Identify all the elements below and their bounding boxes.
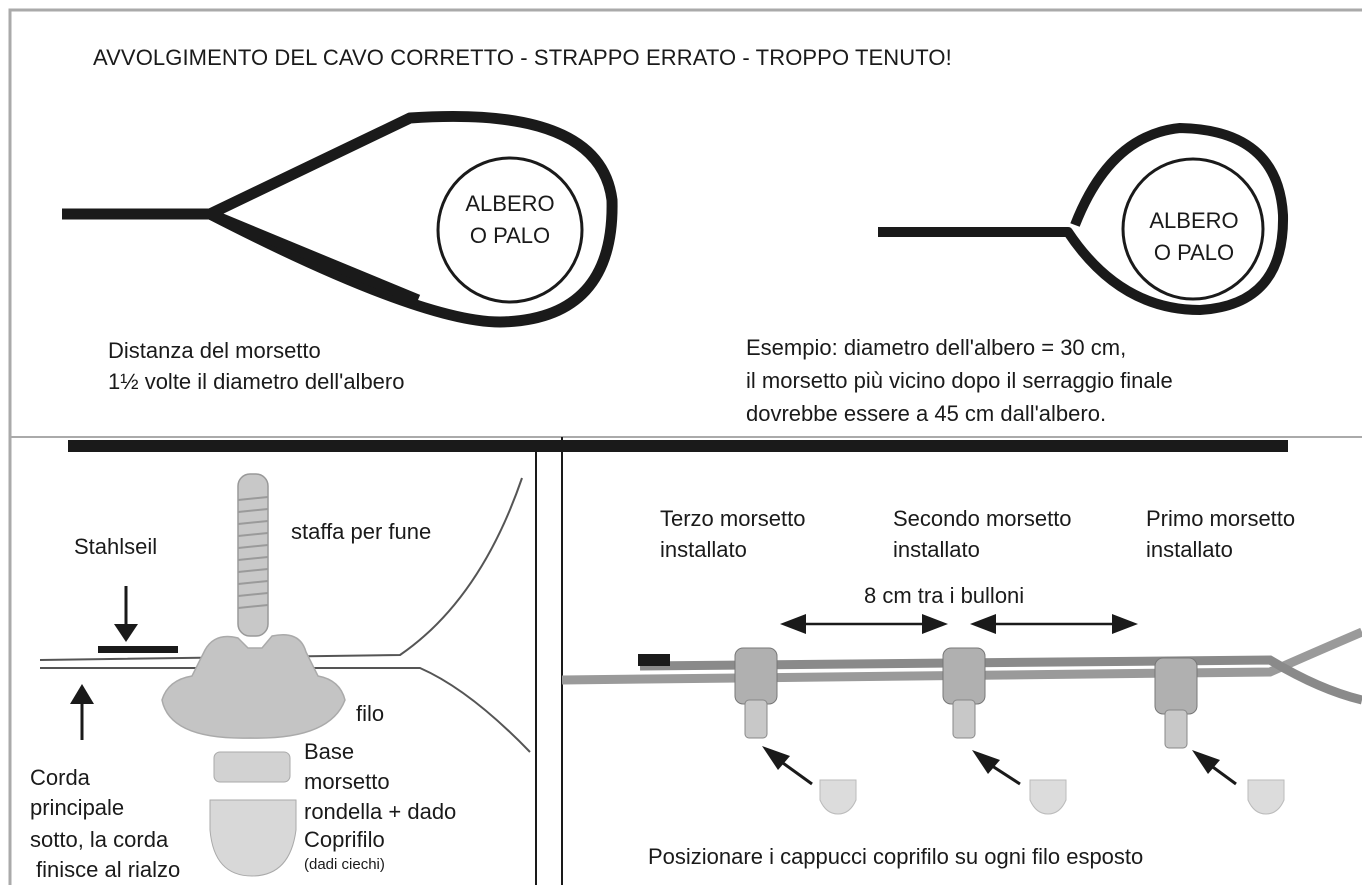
base-label-line2: morsetto bbox=[304, 769, 390, 794]
tree-label-right-line2: O PALO bbox=[1153, 240, 1235, 265]
primo-label-line1: Primo morsetto bbox=[1146, 506, 1296, 531]
clamp-third bbox=[734, 647, 778, 739]
wrong-wrap-drawing bbox=[878, 123, 1289, 315]
terzo-label-line2: installato bbox=[660, 537, 747, 562]
example-caption-line2: il morsetto più vicino dopo il serraggio… bbox=[746, 368, 1173, 393]
clamp-saddle bbox=[161, 634, 346, 739]
steel-cable-segment bbox=[98, 646, 178, 653]
corda-label-line2: principale bbox=[30, 795, 125, 820]
wire-cap bbox=[209, 799, 297, 877]
example-caption-line1: Esempio: diametro dell'albero = 30 cm, bbox=[746, 335, 1127, 360]
cap-3 bbox=[1247, 779, 1285, 815]
tree-label-left-line2: O PALO bbox=[469, 223, 551, 248]
cable-end-black bbox=[638, 654, 670, 666]
coprifilo-label: Coprifilo bbox=[304, 827, 385, 852]
tree-circle-right bbox=[1121, 157, 1265, 301]
clamp-exploded-view bbox=[39, 473, 531, 877]
base-label-line1: Base bbox=[304, 739, 355, 764]
primo-label-line2: installato bbox=[1146, 537, 1233, 562]
clamp-first bbox=[1154, 657, 1198, 749]
correct-wrap-drawing bbox=[62, 110, 618, 328]
cap-2 bbox=[1029, 779, 1067, 815]
clamp-distance-caption-line1: Distanza del morsetto bbox=[108, 338, 321, 363]
thick-cable-bar bbox=[68, 440, 1288, 452]
clamp-distance-caption-line2: 1½ volte il diametro dell'albero bbox=[108, 369, 405, 394]
secondo-label-line2: installato bbox=[893, 537, 980, 562]
stahlseil-label: Stahlseil bbox=[74, 534, 158, 559]
staffa-label: staffa per fune bbox=[291, 519, 432, 544]
tree-label-left-line1: ALBERO bbox=[465, 191, 555, 216]
corda-label-line3: sotto, la corda bbox=[30, 827, 169, 852]
caps-caption: Posizionare i cappucci coprifilo su ogni… bbox=[648, 844, 1144, 869]
dadi-ciechi-label: (dadi ciechi) bbox=[304, 856, 385, 873]
secondo-label-line1: Secondo morsetto bbox=[893, 506, 1072, 531]
outer-border bbox=[8, 8, 1362, 885]
corda-label-line4: finisce al rialzo bbox=[36, 857, 181, 882]
installed-clamps-view bbox=[561, 614, 1362, 815]
rondella-label: rondella + dado bbox=[304, 799, 457, 824]
tree-circle-left bbox=[436, 156, 584, 304]
diagram-title: AVVOLGIMENTO DEL CAVO CORRETTO - STRAPPO… bbox=[93, 45, 952, 70]
cap-1 bbox=[819, 779, 857, 815]
washer-nut bbox=[213, 751, 291, 783]
tree-label-right-line1: ALBERO bbox=[1149, 208, 1239, 233]
example-caption-line3: dovrebbe essere a 45 cm dall'albero. bbox=[746, 401, 1107, 426]
terzo-label-line1: Terzo morsetto bbox=[660, 506, 806, 531]
filo-label: filo bbox=[356, 701, 385, 726]
corda-label-line1: Corda bbox=[30, 765, 90, 790]
bolt-spacing-label: 8 cm tra i bulloni bbox=[864, 583, 1025, 608]
clamp-second bbox=[942, 647, 986, 739]
